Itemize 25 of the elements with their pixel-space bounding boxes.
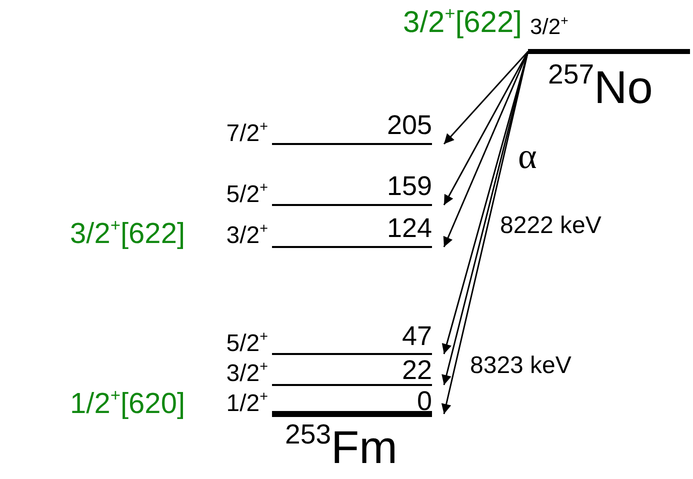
nuclide-label: $^{257}$No	[548, 64, 653, 110]
energy-value: 22	[402, 357, 432, 384]
energy-value: 205	[386, 112, 432, 139]
decay-arrow	[443, 51, 529, 144]
spin-parity-label: 5/2$^{+}$	[226, 332, 268, 356]
spin-parity-label: 1/2$^{+}$	[226, 392, 268, 416]
spin-parity-label: 3/2$^{+}$	[530, 16, 568, 38]
energy-value: 124	[386, 215, 432, 242]
spin-parity-label: 3/2$^{+}$	[226, 362, 268, 386]
decay-arrow	[443, 51, 529, 248]
energy-value: 0	[416, 388, 432, 415]
decay-mode-label: α	[518, 138, 537, 174]
decay-arrow	[443, 51, 529, 206]
alpha-energy-label: 8323 keV	[470, 354, 572, 378]
spin-parity-label: 3/2$^{+}$	[226, 224, 268, 248]
alpha-energy-label: 8222 keV	[500, 214, 602, 238]
nilsson-label: 1/2$^{+}$[620]	[70, 390, 185, 419]
nilsson-label: 3/2$^{+}$[622]	[403, 8, 522, 38]
spin-parity-label: 5/2$^{+}$	[226, 183, 268, 207]
nuclide-label: $^{253}$Fm	[285, 424, 398, 470]
energy-level	[528, 16, 690, 54]
energy-value: 159	[386, 173, 432, 200]
spin-parity-label: 7/2$^{+}$	[226, 122, 268, 146]
energy-value: 47	[402, 323, 432, 350]
nilsson-label: 3/2$^{+}$[622]	[70, 220, 185, 249]
